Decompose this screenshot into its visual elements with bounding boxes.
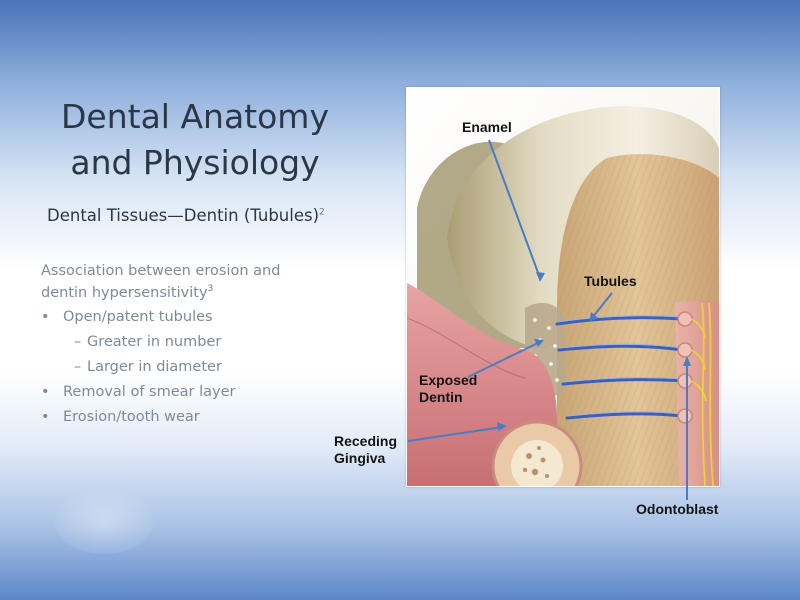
bone-trabeculae	[522, 446, 549, 478]
sub-bullet-item: Larger in diameter	[41, 358, 331, 376]
body-text: Association between erosion and dentin h…	[41, 262, 331, 433]
odontoblast-label: Odontoblast	[636, 501, 719, 517]
pulp-shape	[675, 300, 719, 486]
receding-gingiva-label-line1: Receding	[334, 433, 398, 449]
lead-sentence: Association between erosion and dentin h…	[41, 263, 281, 301]
lead-text: Association between erosion and dentin h…	[41, 262, 331, 302]
slide-title: Dental Anatomy and Physiology	[40, 94, 350, 186]
dentin-tubules	[555, 316, 685, 420]
title-line-1: Dental Anatomy	[61, 97, 329, 136]
subtitle-reference: 2	[319, 207, 325, 218]
receding-gingiva-label-line2: Gingiva	[334, 450, 386, 466]
receding-gingiva-label: Receding Gingiva	[334, 433, 397, 467]
enamel-label: Enamel	[462, 119, 512, 135]
bullet-item: Erosion/tooth wear	[41, 408, 331, 426]
odontoblast-cells	[677, 311, 693, 424]
tubules-label: Tubules	[584, 273, 637, 289]
exposed-dentin-label-line1: Exposed	[419, 372, 478, 388]
watermark-logo	[55, 488, 153, 554]
tubule-highlights	[556, 315, 684, 417]
nerve-fibers	[690, 302, 714, 486]
tooth-illustration	[406, 87, 720, 487]
subtitle-text: Dental Tissues—Dentin (Tubules)	[47, 206, 320, 225]
exposed-dentin-label: Exposed Dentin	[419, 372, 477, 406]
bullet-item: Open/patent tubules	[41, 308, 331, 326]
bullet-item: Removal of smear layer	[41, 383, 331, 401]
lead-reference: 3	[207, 284, 214, 294]
exposed-dentin-label-line2: Dentin	[419, 389, 463, 405]
sub-bullet-item: Greater in number	[41, 333, 331, 351]
root-section-inner	[511, 440, 563, 486]
title-line-2: and Physiology	[70, 143, 320, 182]
slide-subtitle: Dental Tissues—Dentin (Tubules)2	[47, 206, 325, 225]
